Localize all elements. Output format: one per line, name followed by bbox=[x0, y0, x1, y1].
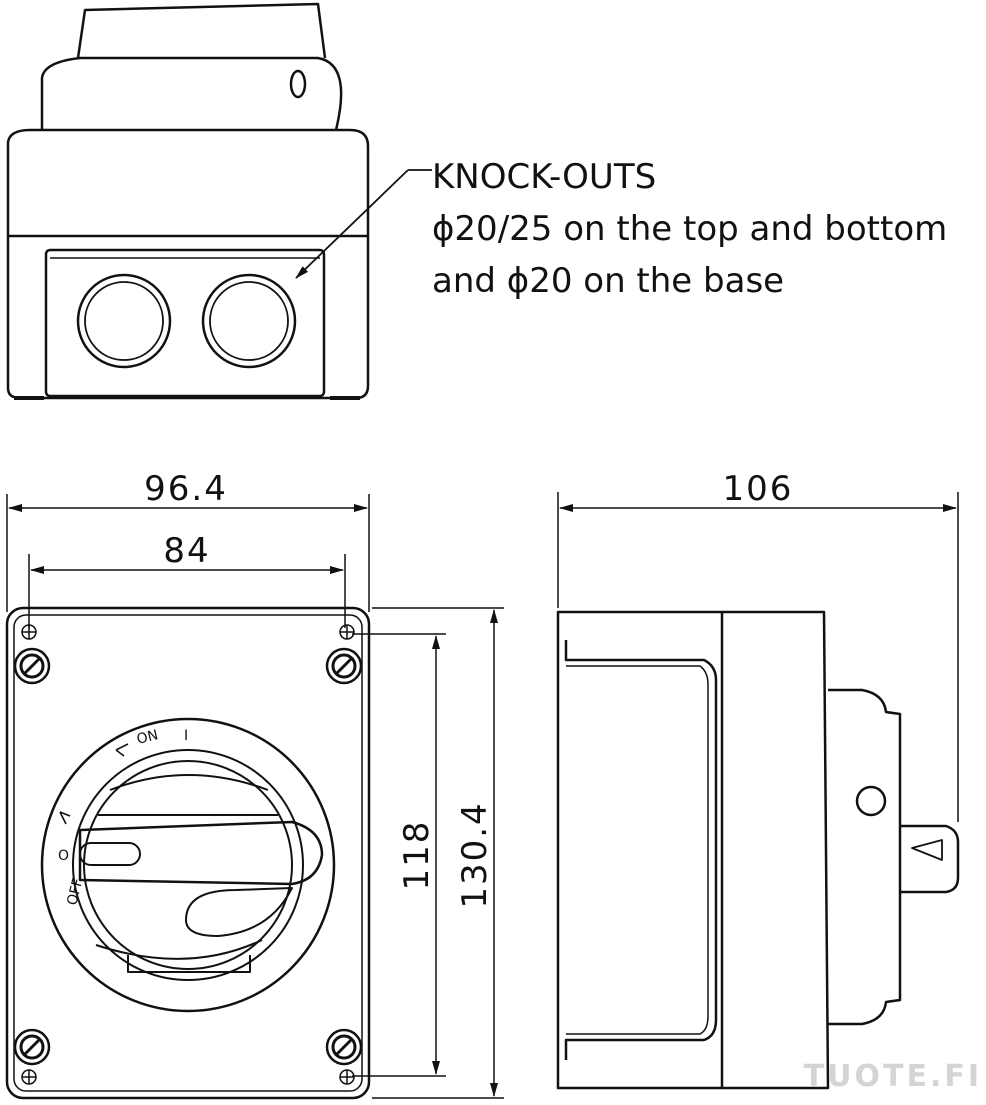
knockouts-title: KNOCK-OUTS bbox=[432, 157, 656, 197]
switch-on-symbol: I bbox=[184, 728, 188, 744]
dim-overall-width: 96.4 bbox=[144, 469, 228, 509]
switch-off-symbol: O bbox=[58, 848, 69, 864]
watermark: TUOTE.FI bbox=[804, 1059, 982, 1094]
lock-hole-icon bbox=[289, 69, 307, 99]
switch-on-label: ON bbox=[135, 727, 160, 748]
knockouts-base-diameter: and ϕ20 on the base bbox=[432, 261, 784, 301]
knockout-leader bbox=[295, 169, 432, 279]
arrow-icon bbox=[115, 743, 129, 757]
knockout-left bbox=[76, 273, 172, 369]
rotary-dial bbox=[40, 717, 336, 1013]
front-view bbox=[5, 606, 371, 1100]
dim-mounting-height: 118 bbox=[397, 820, 437, 891]
dimension-lines bbox=[6, 492, 959, 1099]
lock-hole-icon bbox=[855, 785, 887, 817]
switch-handle bbox=[78, 820, 324, 886]
dim-depth: 106 bbox=[723, 469, 794, 509]
knockout-right bbox=[201, 273, 297, 369]
top-view bbox=[6, 2, 370, 400]
switch-off-label: OFF bbox=[64, 877, 86, 907]
corner-mark-icon bbox=[21, 624, 355, 1085]
arrow-icon bbox=[59, 811, 71, 825]
dim-mounting-width: 84 bbox=[163, 531, 210, 571]
dim-overall-height: 130.4 bbox=[455, 801, 495, 908]
screw-icon bbox=[13, 647, 363, 1066]
side-view bbox=[556, 610, 960, 1090]
knockouts-top-bottom-diameter: ϕ20/25 on the top and bottom bbox=[432, 209, 947, 249]
